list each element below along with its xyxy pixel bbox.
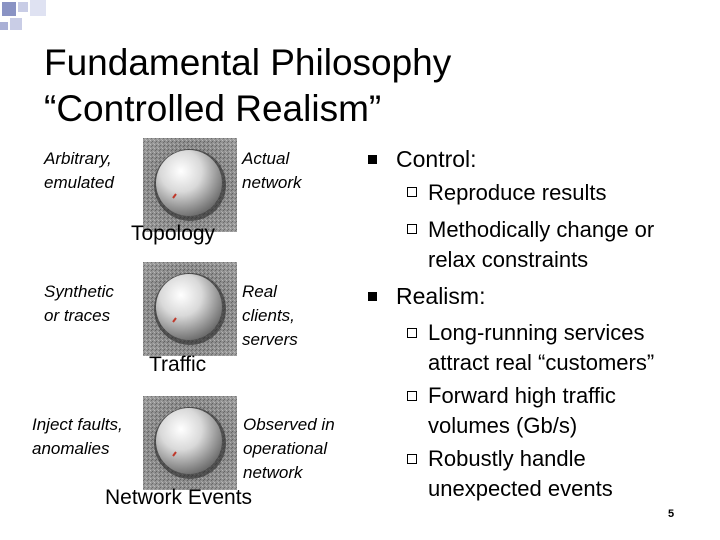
bullet-label: Realism: — [396, 283, 486, 309]
title-line-1: Fundamental Philosophy — [44, 42, 452, 83]
bullet-label: Control: — [396, 146, 477, 172]
dial-knob-icon — [143, 138, 237, 232]
dial-3-caption: Network Events — [105, 486, 253, 509]
hollow-bullet-icon — [407, 454, 417, 464]
square-bullet-icon — [368, 155, 377, 164]
sub-bullet: Robustly handle unexpected events — [428, 446, 613, 501]
dial-knob-icon — [143, 262, 237, 356]
deco-square — [2, 2, 16, 16]
hollow-bullet-icon — [407, 224, 417, 234]
deco-square — [30, 0, 46, 16]
deco-square — [10, 18, 22, 30]
corner-decoration — [0, 0, 60, 40]
title-line-2: “Controlled Realism” — [44, 88, 382, 129]
sub-bullet: Reproduce results — [428, 180, 607, 205]
dial-3-right-label: Observed in operational network — [243, 415, 335, 482]
dial-2-left-label: Synthetic or traces — [44, 282, 114, 325]
dial-3-left-label: Inject faults, anomalies — [32, 415, 123, 458]
sub-bullet: Long-running services attract real “cust… — [428, 320, 655, 375]
sub-bullet: Methodically change or relax constraints — [428, 217, 655, 272]
hollow-bullet-icon — [407, 187, 417, 197]
hollow-bullet-icon — [407, 328, 417, 338]
dial-1-right-label: Actual network — [242, 149, 302, 192]
deco-square — [0, 22, 8, 30]
square-bullet-icon — [368, 292, 377, 301]
hollow-bullet-icon — [407, 391, 417, 401]
deco-square — [18, 2, 28, 12]
dial-knob-icon — [143, 396, 237, 490]
dial-1-left-label: Arbitrary, emulated — [44, 149, 114, 192]
page-number: 5 — [668, 508, 675, 520]
dial-2-caption: Traffic — [149, 353, 207, 376]
sub-bullet: Forward high traffic volumes (Gb/s) — [428, 383, 616, 438]
dial-1-caption: Topology — [131, 222, 216, 245]
dial-2-right-label: Real clients, servers — [242, 282, 298, 349]
slide-title: Fundamental Philosophy “Controlled Reali… — [44, 40, 451, 132]
